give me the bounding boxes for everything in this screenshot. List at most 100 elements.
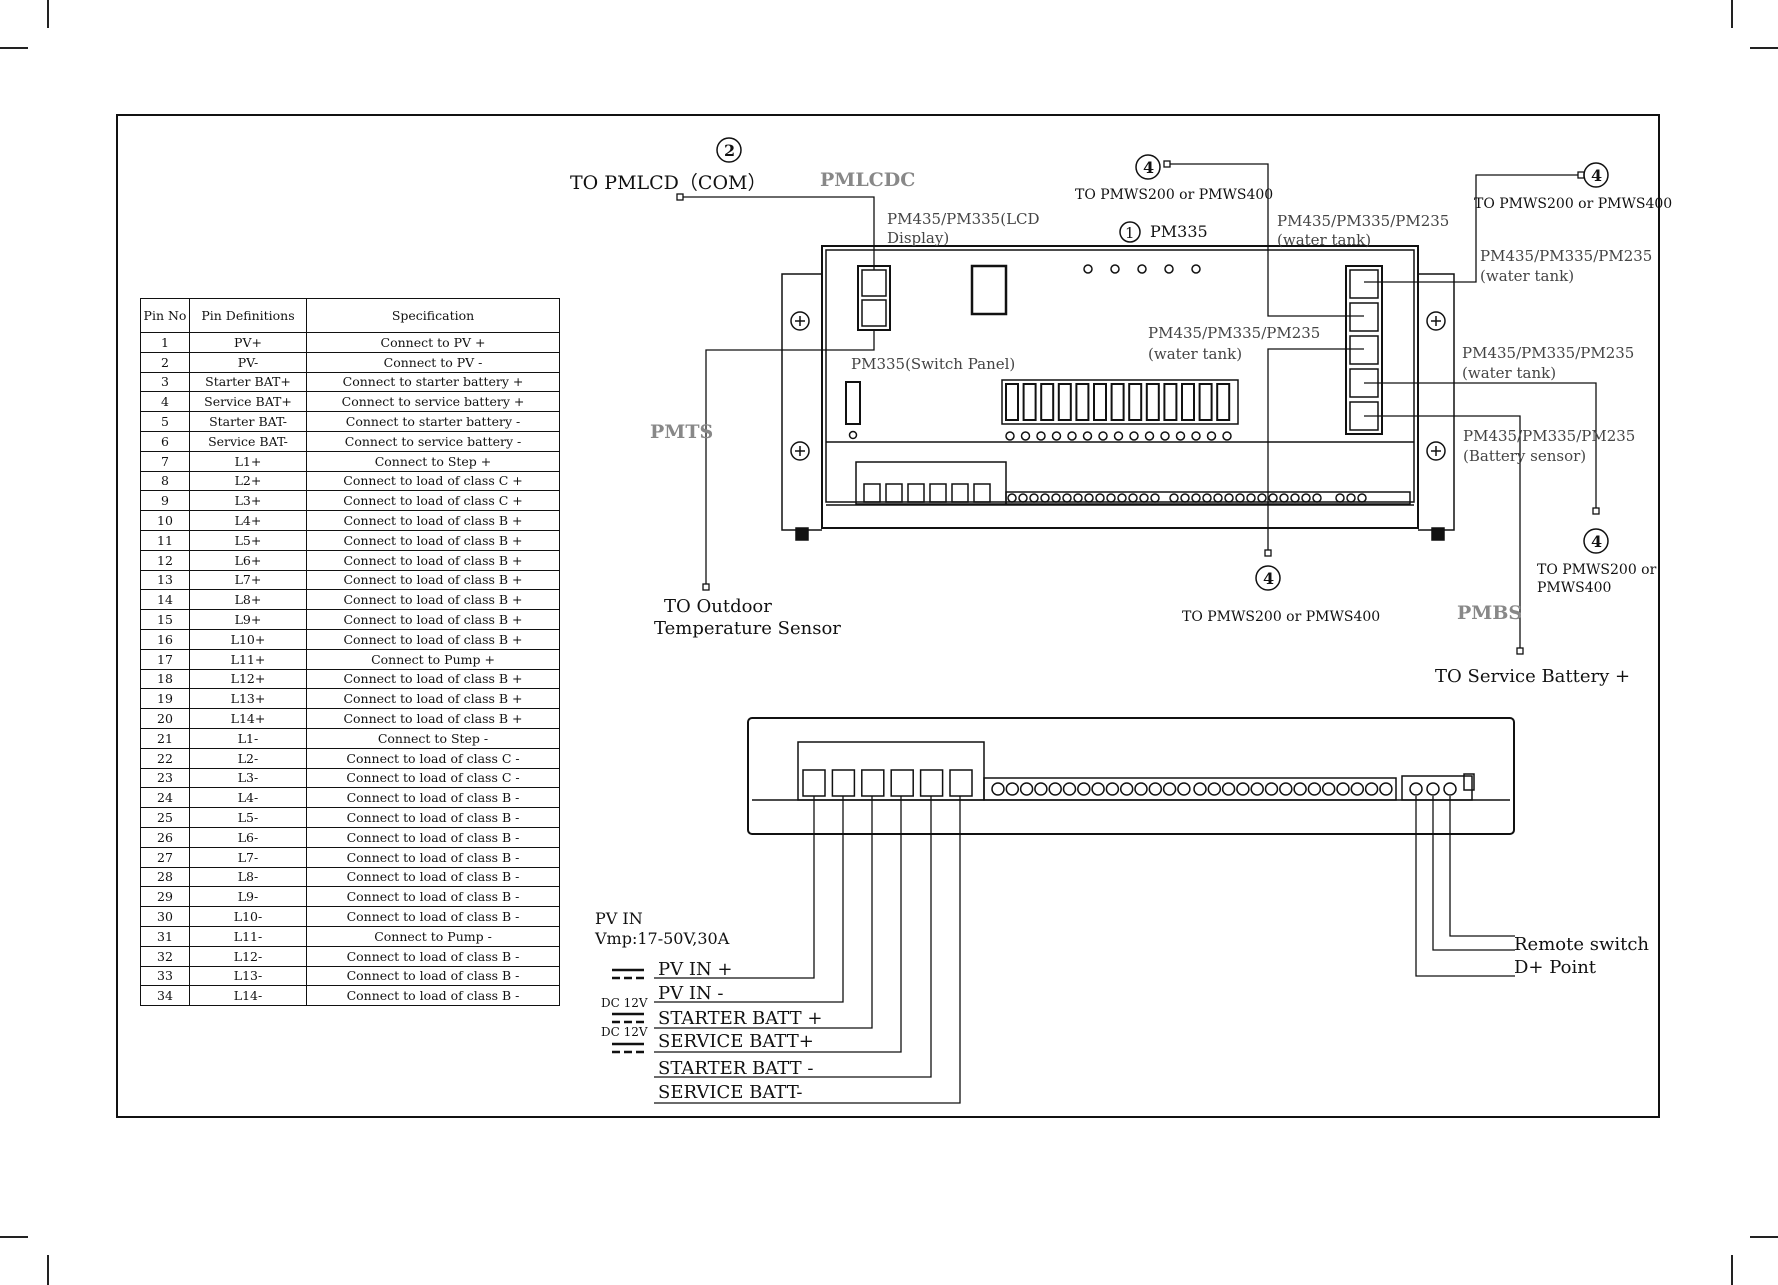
table-header-row: Pin No Pin Definitions Specification xyxy=(140,298,560,333)
power-terminal xyxy=(973,483,991,503)
terminal-screw xyxy=(1279,782,1293,796)
pv-in-label: PV IN xyxy=(595,909,643,928)
crop-mark xyxy=(1750,1236,1778,1238)
dc12v-label: DC 12V xyxy=(601,996,648,1010)
specification-cell: Connect to load of class C - xyxy=(306,747,560,769)
screw-icon xyxy=(1426,311,1446,331)
water-tank-label: PM435/PM335/PM235 xyxy=(1480,247,1652,265)
to-outdoor-label: TO Outdoor xyxy=(664,596,772,617)
terminal-screw xyxy=(1051,493,1061,503)
screw-icon xyxy=(790,311,810,331)
controller-top-view xyxy=(781,245,1455,541)
front-terminal-block xyxy=(802,769,1457,797)
pin-no-cell: 18 xyxy=(140,668,190,690)
dc-symbol-icon xyxy=(612,1012,644,1024)
terminal-screw xyxy=(1117,493,1127,503)
pmlcdc-label: PMLCDC xyxy=(820,169,915,191)
lcd-display-label: PM435/PM335(LCD xyxy=(887,210,1040,228)
pin-definition-cell: L14- xyxy=(189,985,307,1007)
power-wires xyxy=(654,796,1515,1104)
relay-led xyxy=(1005,431,1015,441)
pmbs-label: PMBS xyxy=(1457,602,1522,624)
crop-mark xyxy=(1750,47,1778,49)
terminal-screw xyxy=(1177,782,1191,796)
terminal-screw xyxy=(1084,493,1094,503)
relay-led xyxy=(1051,431,1062,441)
specification-cell: Connect to load of class B - xyxy=(306,965,560,987)
power-terminal xyxy=(802,769,826,797)
callout-4 xyxy=(1135,154,1161,180)
terminal-screw xyxy=(1207,782,1222,796)
water-tank-label: (water tank) xyxy=(1480,267,1574,285)
pin-no-cell: 34 xyxy=(140,985,190,1007)
water-tank-label: PM435/PM335/PM235 xyxy=(1277,212,1449,230)
water-tank-label: (water tank) xyxy=(1277,231,1371,249)
crop-mark xyxy=(0,1236,28,1238)
terminal-screw xyxy=(1169,493,1179,503)
terminal-screw xyxy=(1350,782,1365,796)
power-terminal xyxy=(929,483,947,503)
callout-2 xyxy=(716,137,742,163)
to-pmws-label: PMWS400 xyxy=(1537,580,1611,596)
callout-label: 4 xyxy=(1591,166,1602,185)
specification-cell: Connect to Step + xyxy=(306,450,560,472)
pin-definition-cell: Starter BAT+ xyxy=(189,371,307,393)
power-terminal xyxy=(890,769,914,797)
relay xyxy=(1022,383,1037,421)
terminal-screw xyxy=(1062,493,1072,503)
callout-label: 4 xyxy=(1591,532,1602,551)
terminal-screw xyxy=(1119,782,1134,796)
pmts-label: PMTS xyxy=(650,421,713,443)
starter-batt-minus-label: STARTER BATT - xyxy=(658,1058,813,1079)
relay xyxy=(1040,383,1055,421)
to-pmws-label: TO PMWS200 or PMWS400 xyxy=(1474,196,1672,212)
relay xyxy=(1128,383,1143,421)
terminal-screw xyxy=(1073,493,1083,503)
power-terminal xyxy=(831,769,856,797)
terminal-screw xyxy=(1105,782,1120,796)
screw-icon xyxy=(790,441,810,461)
terminal-screw xyxy=(1346,493,1356,503)
terminal-screw xyxy=(1106,493,1116,503)
connector-leader-lines xyxy=(676,160,1600,655)
pin-definition-cell: Service BAT- xyxy=(189,430,307,452)
d-plus-point-label: D+ Point xyxy=(1514,957,1597,978)
pin-definition-cell: L4+ xyxy=(189,510,307,531)
terminal-screw xyxy=(991,782,1005,796)
specification-cell: Connect to Pump - xyxy=(306,925,560,947)
callout-label: 4 xyxy=(1143,158,1154,177)
remote-switch-label: Remote switch xyxy=(1514,934,1649,955)
header-specification: Specification xyxy=(306,298,560,333)
terminal-screw xyxy=(1148,782,1163,796)
controller-front-view xyxy=(747,717,1515,835)
terminal-screw xyxy=(1029,493,1039,503)
header-pin-definitions: Pin Definitions xyxy=(189,298,307,333)
relay-led xyxy=(1036,431,1046,441)
terminal-screw xyxy=(1257,493,1267,503)
specification-cell: Connect to load of class B + xyxy=(306,609,560,630)
relay-indicator-row xyxy=(1005,431,1232,441)
relay-led xyxy=(1020,431,1031,441)
relay-led xyxy=(1067,431,1077,441)
relay-led xyxy=(1082,431,1093,441)
relay xyxy=(1216,383,1231,421)
specification-cell: Connect to load of class C - xyxy=(306,767,560,789)
callout-4 xyxy=(1255,565,1281,591)
specification-cell: Connect to load of class B + xyxy=(306,529,560,551)
terminal-screw xyxy=(1443,782,1457,796)
specification-cell: Connect to load of class B + xyxy=(306,628,560,650)
terminal-screw xyxy=(1128,493,1138,503)
terminal-screw xyxy=(1357,493,1367,503)
terminal-screw xyxy=(1336,782,1350,796)
